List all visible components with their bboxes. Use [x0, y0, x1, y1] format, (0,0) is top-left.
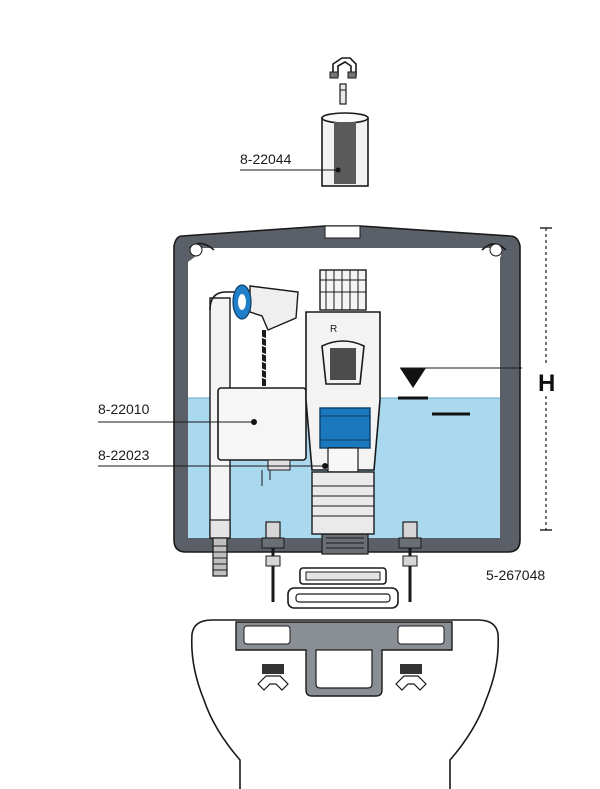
flush-valve-top-cage — [319, 269, 367, 311]
flush-valve: R — [305, 269, 381, 535]
fill-valve-float — [217, 387, 307, 461]
sealing-ring — [287, 587, 399, 609]
tank-bolt-left — [261, 521, 285, 602]
water-level-marker — [398, 367, 522, 416]
wing-nut-right — [395, 664, 427, 691]
float-ring — [232, 284, 252, 320]
fill-valve — [209, 284, 307, 577]
height-dimension: H — [534, 227, 560, 531]
tank-lid-slot — [324, 225, 361, 239]
part-label-8-22010: 8-22010 — [98, 401, 150, 417]
fill-valve-inlet — [212, 537, 228, 577]
wing-nut-left — [257, 664, 289, 691]
height-label: H — [538, 370, 555, 397]
push-button-assembly: 8-22044 — [240, 57, 369, 187]
part-label-8-22044: 8-22044 — [240, 151, 292, 167]
flush-valve-base — [311, 471, 375, 535]
outlet-gasket — [299, 567, 387, 585]
adjust-screw — [258, 330, 270, 386]
toilet-bowl — [190, 619, 500, 789]
button-clip — [329, 57, 357, 79]
drawing-number: 5-267048 — [486, 567, 545, 583]
outlet-boss — [321, 533, 369, 555]
flush-valve-blue-cartridge — [319, 407, 371, 449]
bowl-outline — [190, 619, 500, 789]
button-rod — [339, 83, 347, 105]
button-cylinder — [321, 112, 369, 187]
svg-text:R: R — [330, 324, 337, 335]
tank-bolt-right — [398, 521, 422, 602]
fill-valve-head — [249, 285, 299, 331]
part-label-8-22023: 8-22023 — [98, 447, 150, 463]
